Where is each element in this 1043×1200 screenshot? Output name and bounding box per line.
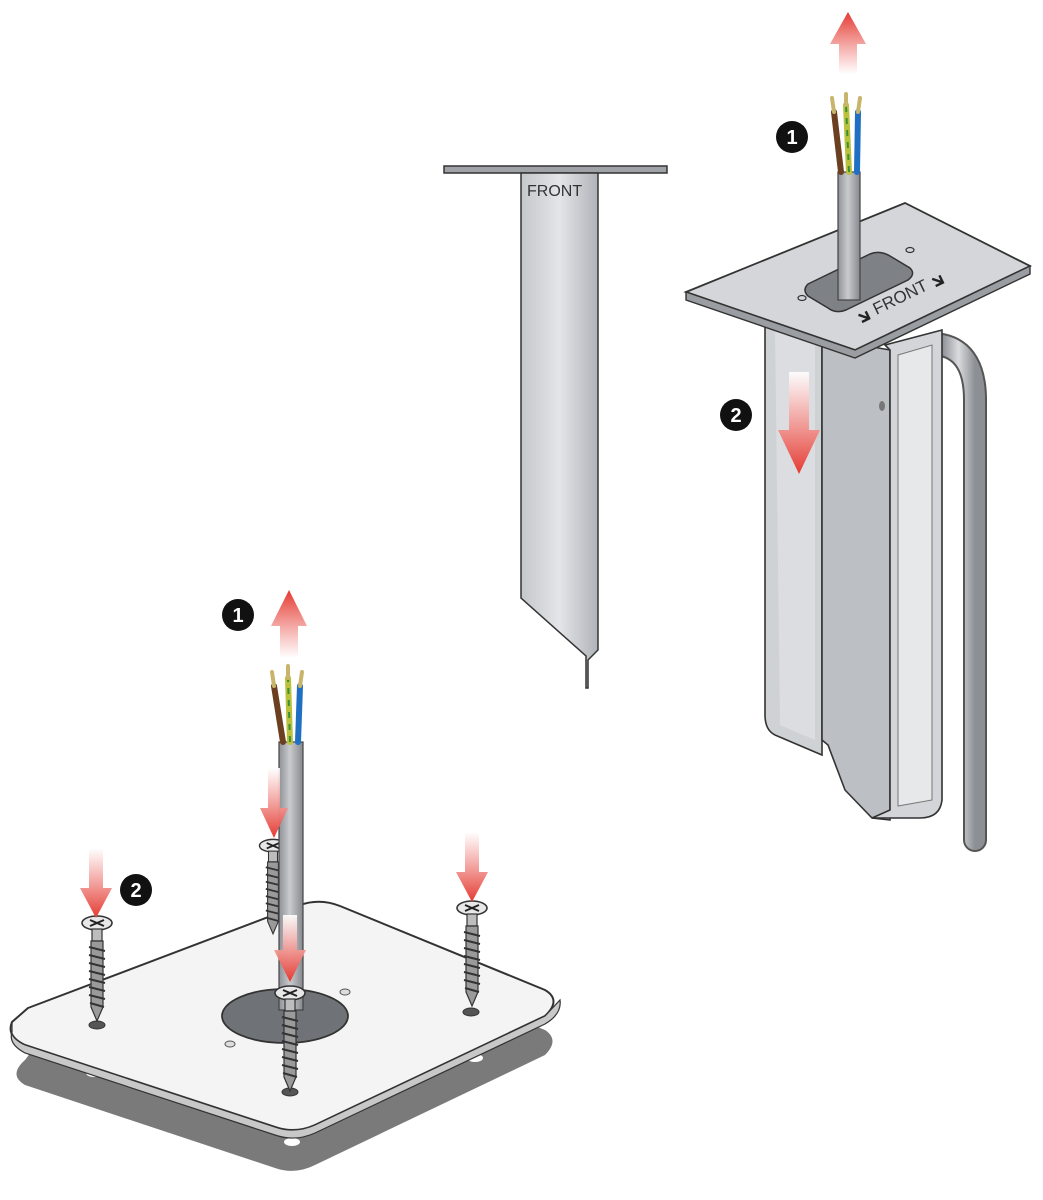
bottom-wire-brown (271, 683, 286, 745)
template-blade (520, 172, 599, 689)
front-arrow-left-icon (858, 310, 871, 324)
top-wire-brown (831, 109, 844, 175)
svg-text:1: 1 (786, 127, 797, 149)
top-wire-earth (843, 102, 852, 175)
svg-text:2: 2 (730, 405, 741, 427)
screw-right-arrow-down-icon (456, 832, 488, 902)
top-step-1-badge: 1 (776, 121, 808, 153)
bottom-step-2-badge: 2 (120, 874, 152, 906)
bracket-assembly: FRONT 1 2 (683, 12, 1033, 852)
svg-text:2: 2 (130, 880, 141, 902)
bracket-center-spine (821, 337, 891, 821)
base-plate-edge (9, 998, 561, 1139)
bottom-pull-arrow-up-icon (271, 590, 307, 658)
bottom-wire-tips (270, 664, 304, 688)
front-template: FRONT (443, 165, 668, 689)
top-wire-tips (830, 92, 862, 114)
screw-left-arrow-down-icon (80, 848, 112, 918)
front-arrow-right-icon (931, 274, 945, 288)
bracket-top-plate-edge (685, 264, 1031, 359)
svg-text:1: 1 (232, 605, 243, 627)
top-step-2-badge: 2 (720, 399, 752, 431)
top-slide-arrow-down-icon (778, 372, 820, 474)
bottom-step-1-badge: 1 (222, 599, 254, 631)
base-plate-assembly: 1 2 (9, 590, 561, 1171)
screw-back-arrow-down-icon (260, 768, 288, 838)
bottom-wire-blue (295, 683, 303, 745)
bottom-wire-earth (285, 675, 293, 745)
top-cable-jacket (837, 171, 861, 301)
top-pull-arrow-up-icon (830, 12, 866, 74)
template-top-flange (443, 165, 668, 174)
bracket-pipe (932, 335, 985, 850)
screw-front-arrow-down-icon (274, 915, 306, 982)
top-wire-blue (854, 109, 861, 175)
template-front-label: FRONT (527, 183, 582, 200)
